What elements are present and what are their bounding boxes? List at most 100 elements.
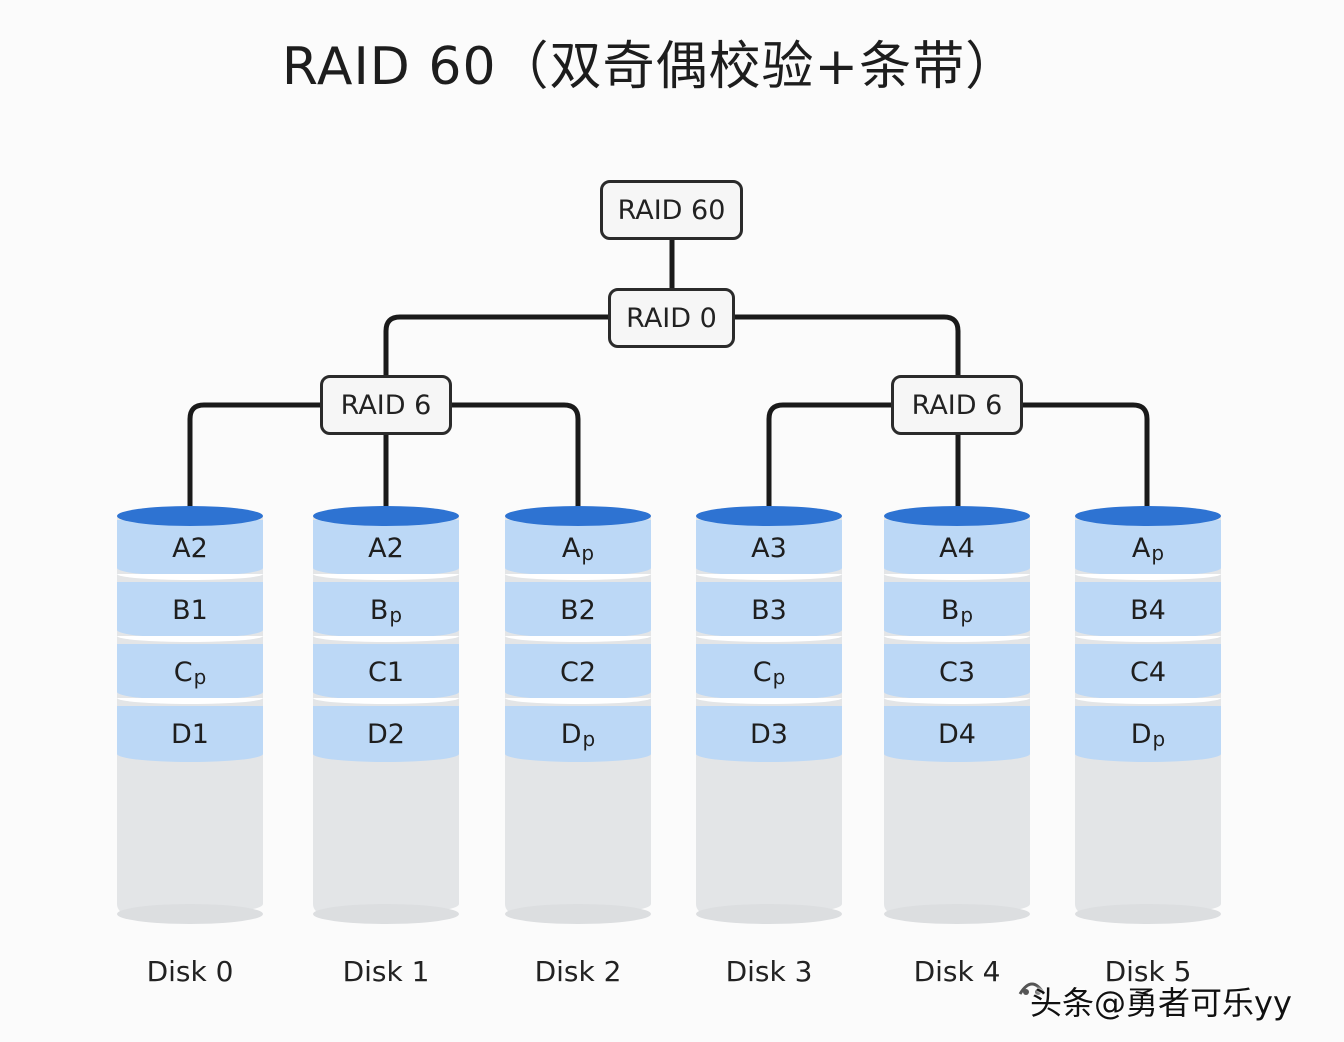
- block-separator: [313, 574, 459, 580]
- block-index: p: [389, 603, 403, 627]
- watermark-text: 头条@勇者可乐yy: [1030, 984, 1292, 1022]
- block-label: A: [751, 532, 770, 564]
- block-separator: [884, 636, 1030, 642]
- block-label: D: [367, 718, 388, 750]
- line-left-disk0: [187, 402, 325, 515]
- block-separator: [696, 698, 842, 704]
- block-index: p: [1152, 727, 1166, 751]
- disk-top-cap: [696, 506, 842, 526]
- block-label: A: [368, 532, 387, 564]
- block-index: 4: [1148, 594, 1166, 626]
- block-index: 4: [957, 532, 975, 564]
- line-raid0-right: [731, 314, 961, 379]
- block-index: 3: [769, 532, 787, 564]
- block-separator: [117, 636, 263, 642]
- disk-label: Disk 3: [725, 955, 813, 988]
- block-label: C: [367, 656, 387, 688]
- block-label: C: [173, 656, 193, 688]
- block-separator: [505, 636, 651, 642]
- block-index: p: [581, 541, 595, 565]
- block-separator: [313, 698, 459, 704]
- block-index: p: [193, 665, 207, 689]
- block-separator: [505, 698, 651, 704]
- block-label: D: [938, 718, 959, 750]
- block-separator: [696, 636, 842, 642]
- block-label: B: [940, 594, 960, 626]
- block-label: B: [751, 594, 770, 626]
- raid6-right-label: RAID 6: [911, 389, 1003, 421]
- raid60-node: RAID 60: [600, 180, 743, 240]
- block-separator: [696, 574, 842, 580]
- block-index: 4: [958, 718, 976, 750]
- block-separator: [1075, 698, 1221, 704]
- disk-top-cap: [313, 506, 459, 526]
- block-label: A: [561, 532, 581, 564]
- block-label: D: [750, 718, 771, 750]
- block-separator: [505, 574, 651, 580]
- watermark: 头条@勇者可乐yy: [1012, 968, 1332, 1028]
- raid6-right-node: RAID 6: [891, 375, 1023, 435]
- block-separator: [1075, 636, 1221, 642]
- block-index: 3: [769, 594, 787, 626]
- block-label: B: [369, 594, 389, 626]
- block-index: 1: [190, 594, 208, 626]
- block-index: 1: [386, 656, 405, 688]
- block-index: p: [582, 727, 596, 751]
- disk-label: Disk 5: [1104, 955, 1192, 988]
- block-separator: [1075, 574, 1221, 580]
- block-label: A: [1131, 532, 1151, 564]
- line-raid0-left: [383, 314, 613, 379]
- block-separator: [884, 698, 1030, 704]
- disk-top-cap: [884, 506, 1030, 526]
- raid6-left-label: RAID 6: [340, 389, 432, 421]
- block-index: 3: [770, 718, 788, 750]
- raid6-left-node: RAID 6: [320, 375, 452, 435]
- block-index: 4: [1148, 656, 1167, 688]
- block-index: p: [772, 665, 786, 689]
- block-index: 2: [578, 656, 597, 688]
- block-label: C: [752, 656, 772, 688]
- raid0-node: RAID 0: [608, 288, 735, 348]
- block-label: D: [171, 718, 192, 750]
- diagram-title: RAID 60（双奇偶校验+条带）: [281, 37, 1019, 97]
- block-label: B: [1130, 594, 1149, 626]
- block-separator: [884, 574, 1030, 580]
- block-label: D: [1130, 718, 1152, 750]
- block-separator: [313, 636, 459, 642]
- line-right-disk5: [1018, 402, 1150, 515]
- block-separator: [117, 574, 263, 580]
- block-index: 2: [190, 532, 208, 564]
- block-label: A: [172, 532, 191, 564]
- block-label: D: [560, 718, 582, 750]
- block-label: A: [939, 532, 958, 564]
- disk-label: Disk 4: [913, 955, 1001, 988]
- block-index: 1: [191, 718, 209, 750]
- line-right-disk3: [766, 402, 896, 515]
- disk-label: Disk 0: [146, 955, 234, 988]
- block-label: B: [172, 594, 191, 626]
- block-index: 2: [387, 718, 405, 750]
- block-index: p: [1151, 541, 1165, 565]
- block-label: C: [559, 656, 579, 688]
- block-separator: [117, 698, 263, 704]
